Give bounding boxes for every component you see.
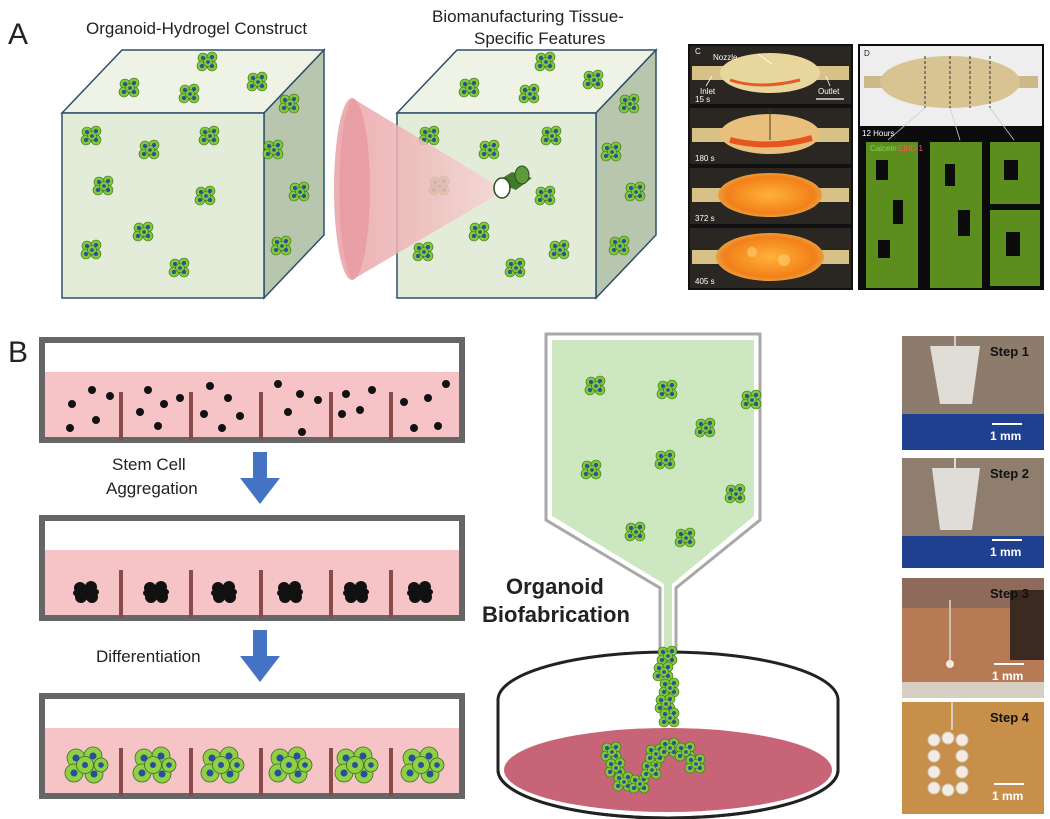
hydrogel-cube-left [60, 48, 326, 300]
step-photo-1: Step 1 1 mm [902, 336, 1044, 450]
aggregation-arrow [240, 452, 280, 504]
micro-d-time: 12 Hours [862, 129, 894, 138]
light-cone [334, 98, 505, 280]
panel-a-letter: A [8, 18, 28, 51]
nozzle-cylinder [493, 165, 532, 199]
micrograph-panel-c: C Nozzle Inlet Outlet 15 s 180 s 372 s 4… [688, 44, 853, 290]
step-1-scale: 1 mm [990, 429, 1021, 443]
step-4-scale: 1 mm [992, 789, 1023, 803]
step-photo-2: Step 2 1 mm [902, 458, 1044, 568]
step-2-scale: 1 mm [990, 545, 1021, 559]
micro-c-letter: C [695, 47, 701, 56]
arrow1-label-line2: Aggregation [106, 479, 198, 498]
step-photo-4: Step 4 1 mm [902, 702, 1044, 814]
biomanufacturing-label-line1: Biomanufacturing Tissue- [432, 7, 624, 26]
micro-c-inlet: Inlet [700, 87, 716, 96]
well-plate-single-cells [39, 337, 465, 443]
biofab-label-line1: Organoid [506, 574, 604, 599]
step-3-scale: 1 mm [992, 669, 1023, 683]
micro-c-frame-3: 372 s [695, 214, 715, 223]
well-plate-aggregates [39, 515, 465, 621]
micro-c-outlet: Outlet [818, 87, 840, 96]
biofab-label-line2: Biofabrication [482, 602, 630, 627]
step-3-label: Step 3 [990, 586, 1029, 601]
differentiation-arrow [240, 630, 280, 682]
micro-c-frame-2: 180 s [695, 154, 715, 163]
step-1-label: Step 1 [990, 344, 1029, 359]
micro-d-letter: D [864, 49, 870, 58]
step-2-label: Step 2 [990, 466, 1029, 481]
micro-c-nozzle: Nozzle [713, 53, 738, 62]
petri-dish [496, 645, 840, 819]
micrograph-panel-d: D 12 Hours Calcein EthD-1 [858, 44, 1044, 290]
arrow2-label: Differentiation [96, 647, 201, 666]
micro-c-frame-4: 405 s [695, 277, 715, 286]
biomanufacturing-label-line2: Specific Features [474, 29, 605, 48]
construct-label: Organoid-Hydrogel Construct [86, 19, 307, 38]
step-4-label: Step 4 [990, 710, 1030, 725]
step-photo-3: Step 3 1 mm [902, 578, 1044, 698]
arrow1-label-line1: Stem Cell [112, 455, 186, 474]
panel-b-letter: B [8, 336, 28, 369]
micro-d-stain-ethd: EthD-1 [898, 144, 923, 153]
micro-c-frame-1: 15 s [695, 95, 710, 104]
well-plate-organoids [39, 693, 465, 799]
micro-d-stain-calcein: Calcein [870, 144, 897, 153]
hydrogel-cube-right [395, 48, 658, 300]
